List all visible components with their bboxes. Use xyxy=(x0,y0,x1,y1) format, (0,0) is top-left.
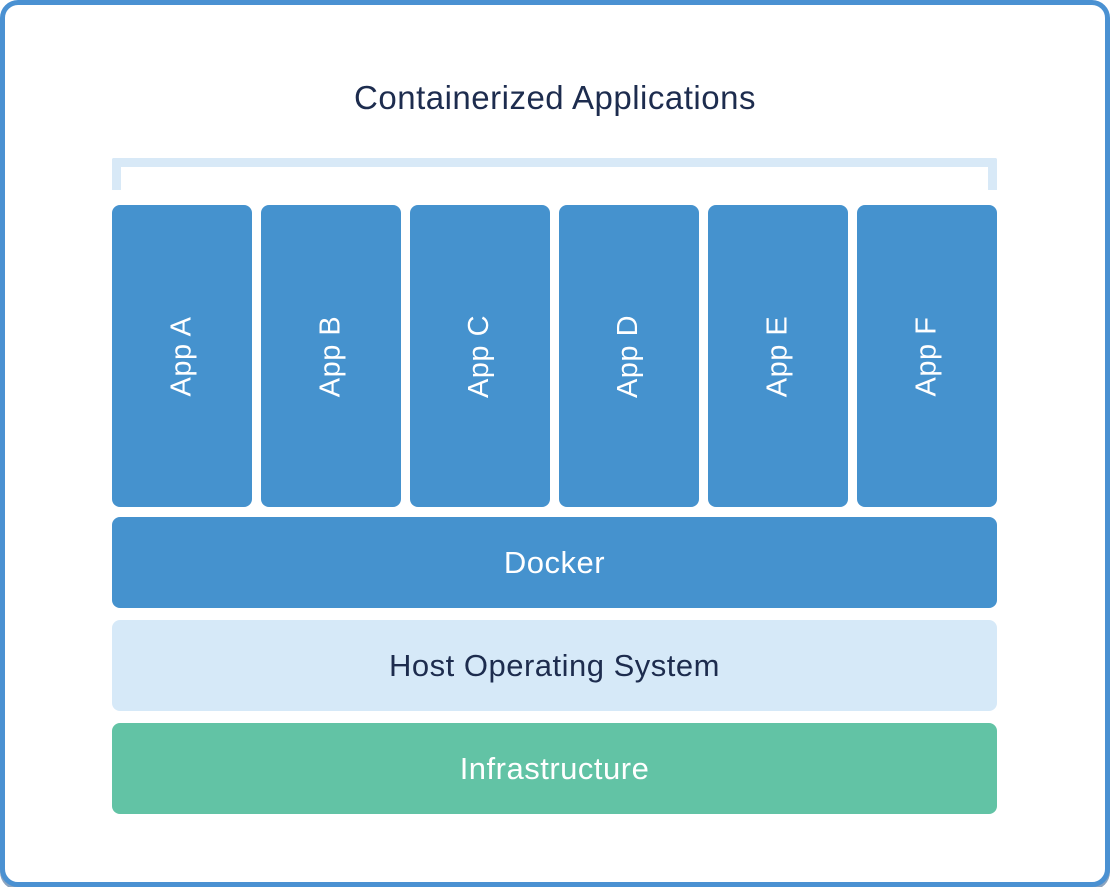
app-f-box: App F xyxy=(857,205,997,507)
app-a-label: App A xyxy=(165,316,198,396)
app-e-box: App E xyxy=(708,205,848,507)
infrastructure-layer: Infrastructure xyxy=(112,723,997,814)
app-f-label: App F xyxy=(910,316,943,396)
app-b-box: App B xyxy=(261,205,401,507)
diagram-title: Containerized Applications xyxy=(354,79,756,116)
app-a-box: App A xyxy=(112,205,252,507)
app-d-box: App D xyxy=(559,205,699,507)
host-os-layer: Host Operating System xyxy=(112,620,997,711)
app-b-label: App B xyxy=(314,315,347,397)
apps-row: App A App B App C App D App E App F xyxy=(112,205,997,507)
app-c-label: App C xyxy=(463,314,496,398)
app-e-label: App E xyxy=(761,315,794,397)
docker-layer: Docker xyxy=(112,517,997,608)
architecture-diagram: App A App B App C App D App E App F Dock… xyxy=(112,158,997,814)
applications-bracket xyxy=(112,158,997,190)
app-c-box: App C xyxy=(410,205,550,507)
app-d-label: App D xyxy=(612,314,645,398)
